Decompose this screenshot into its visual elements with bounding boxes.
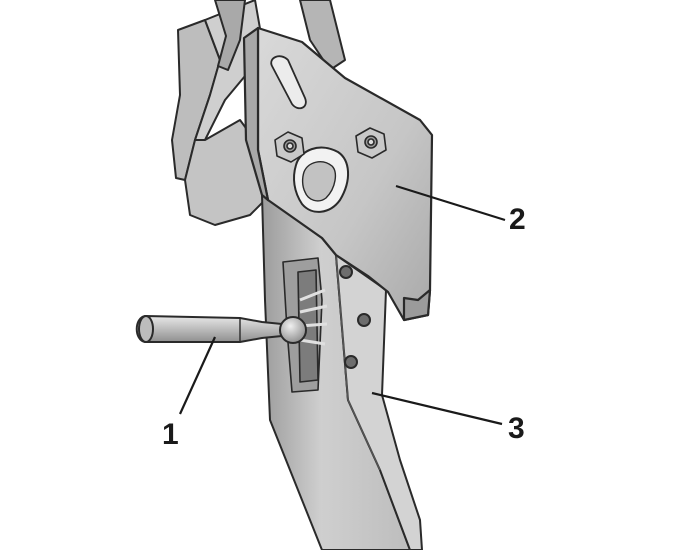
upper-mounting-structure — [171, 0, 346, 226]
leader-line-3 — [371, 391, 503, 426]
callout-1: 1 — [162, 418, 179, 451]
mounting-bracket — [242, 26, 434, 322]
leader-line-2 — [395, 184, 506, 222]
leader-lines — [178, 184, 506, 426]
pushrod-ball-end — [279, 316, 307, 344]
callout-3: 3 — [508, 412, 525, 445]
nut-right — [355, 127, 387, 159]
arm-hole-3 — [344, 355, 358, 369]
leader-line-1 — [178, 336, 217, 415]
arm-hole-1 — [339, 265, 353, 279]
arm-hole-2 — [357, 313, 371, 327]
callout-2: 2 — [509, 203, 526, 236]
nut-left — [274, 131, 305, 163]
pushrod — [135, 315, 307, 344]
